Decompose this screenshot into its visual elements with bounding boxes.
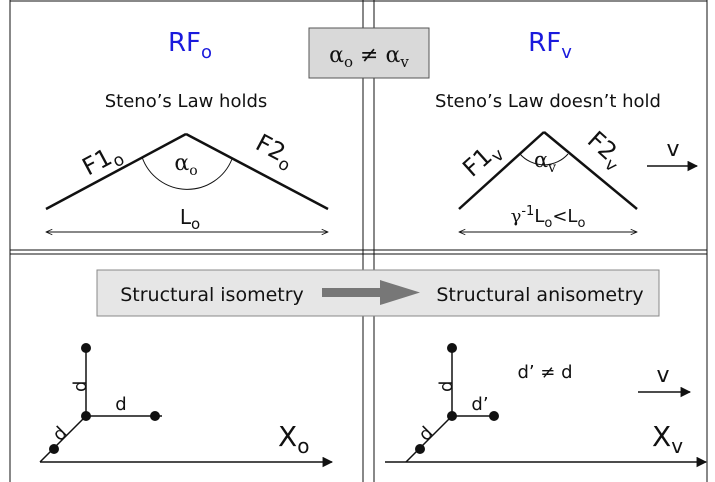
velocity-bottom-label: v: [656, 363, 669, 388]
d-diagonal-label: d: [49, 423, 72, 446]
lattice-points-v: [415, 343, 499, 454]
banner-anisometry: Structural anisometry: [436, 284, 643, 306]
left-bottom-panel: d d d Xo: [39, 343, 334, 468]
d-prime-label: d’: [471, 394, 488, 415]
isometry-banner: Structural isometry Structural anisometr…: [96, 269, 660, 317]
d-vertical-v-label: d: [436, 381, 457, 392]
d-vertical-label: d: [70, 381, 91, 392]
x-v-label: Xv: [652, 420, 683, 458]
velocity-top-label: v: [666, 137, 679, 162]
rf-v-title: RFv: [528, 28, 572, 63]
crystal-v: [458, 131, 638, 210]
crystal-o: [45, 132, 329, 211]
length-o-label: Lo: [180, 205, 200, 233]
banner-isometry: Structural isometry: [120, 284, 304, 306]
steno-holds-label: Steno’s Law holds: [105, 91, 268, 112]
x-o-label: Xo: [278, 420, 309, 458]
steno-not-holds-label: Steno’s Law doesn’t hold: [435, 91, 661, 112]
angle-inequality-text: αo ≠ αv: [329, 43, 409, 71]
right-bottom-panel: d’ ≠ d d’ d d v Xv: [385, 343, 708, 468]
rf-o-title: RFo: [168, 28, 212, 63]
face-f1v-label: F1v: [457, 135, 508, 186]
angle-v-label: αv: [534, 148, 556, 176]
d-diagonal-v-label: d: [415, 423, 438, 446]
panel-grid: [9, 0, 708, 482]
length-v-label: γ-1Lo<Lo: [511, 204, 586, 231]
angle-arc-o: [141, 156, 233, 190]
angle-o-label: αo: [174, 151, 197, 179]
face-f2o-label: F2o: [249, 129, 299, 177]
angle-arc-v: [519, 153, 569, 166]
angle-inequality-box: αo ≠ αv: [308, 27, 430, 79]
left-top-panel: RFo Steno’s Law holds αo F1o F2o Lo: [46, 28, 328, 233]
banner-arrow: [322, 280, 420, 305]
right-top-panel: RFv Steno’s Law doesn’t hold αv F1v F2v …: [435, 28, 699, 232]
d-prime-inequality: d’ ≠ d: [517, 362, 572, 383]
face-f2v-label: F2v: [579, 126, 630, 177]
lattice-points-o: [49, 343, 160, 454]
d-bottom-label: d: [115, 394, 126, 415]
